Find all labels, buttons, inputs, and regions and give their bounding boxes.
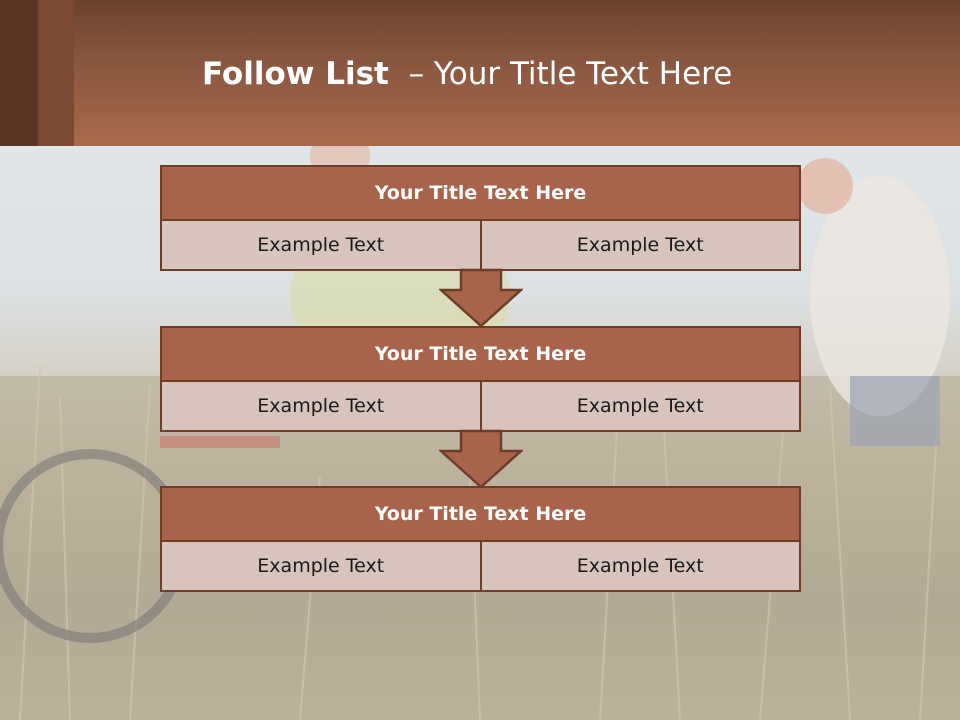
step-cell-left: Example Text (162, 221, 480, 269)
step-block-2: Your Title Text Here Example Text Exampl… (160, 326, 801, 432)
down-arrow-icon (439, 268, 523, 328)
step-cell-right: Example Text (479, 542, 799, 590)
step-row: Example Text Example Text (160, 382, 801, 432)
title-bar: Follow List – Your Title Text Here (0, 0, 960, 146)
slide-title-lead: Follow List (202, 56, 389, 92)
step-cell-right: Example Text (479, 221, 799, 269)
step-title: Your Title Text Here (160, 165, 801, 221)
step-row: Example Text Example Text (160, 221, 801, 271)
down-arrow-icon (439, 429, 523, 489)
step-cell-right: Example Text (479, 382, 799, 430)
step-cell-left: Example Text (162, 382, 480, 430)
step-title: Your Title Text Here (160, 326, 801, 382)
slide-title: Follow List – Your Title Text Here (202, 56, 732, 100)
step-row: Example Text Example Text (160, 542, 801, 592)
step-cell-left: Example Text (162, 542, 480, 590)
step-block-3: Your Title Text Here Example Text Exampl… (160, 486, 801, 592)
slide-title-rest: – Your Title Text Here (388, 56, 733, 92)
decor-band-dark (0, 0, 38, 146)
step-title: Your Title Text Here (160, 486, 801, 542)
decor-band-mid (38, 0, 74, 146)
step-block-1: Your Title Text Here Example Text Exampl… (160, 165, 801, 271)
